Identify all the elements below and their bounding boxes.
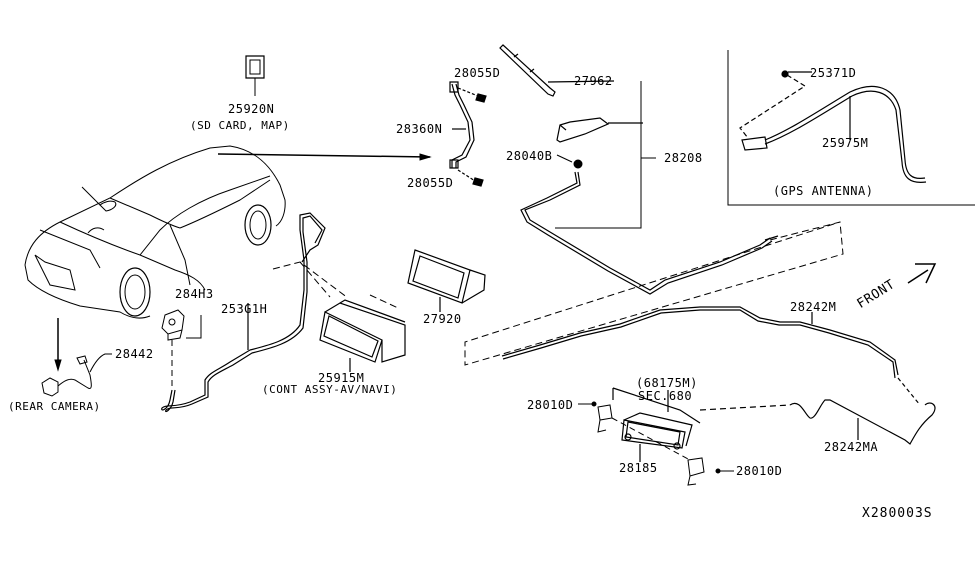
part-label-25920n: 25920N bbox=[228, 102, 275, 116]
part-label-25915m: 25915M bbox=[318, 371, 365, 385]
part-note-rear-camera: (REAR CAMERA) bbox=[8, 400, 101, 413]
display-27920-icon bbox=[408, 250, 485, 312]
part-label-28010d-left: 28010D bbox=[527, 398, 574, 412]
gps-antenna-caption: (GPS ANTENNA) bbox=[773, 184, 874, 198]
part-note-sd-card-map: (SD CARD, MAP) bbox=[190, 119, 290, 132]
part-label-253g1h: 253G1H bbox=[221, 302, 268, 316]
part-note-sec-680: SEC.680 bbox=[638, 389, 693, 403]
part-label-68175m: (68175M) bbox=[636, 376, 698, 390]
part-label-25975m: 25975M bbox=[822, 136, 869, 150]
part-label-27962: 27962 bbox=[574, 74, 613, 88]
radio-28185-icon bbox=[613, 388, 700, 462]
part-label-28242ma: 28242MA bbox=[824, 440, 879, 454]
diagram-id: X280003S bbox=[862, 506, 933, 521]
rear-harness-leader bbox=[465, 222, 843, 365]
part-label-28010d-right: 28010D bbox=[736, 464, 783, 478]
bracket-left-icon bbox=[578, 402, 612, 432]
cable-253g1h bbox=[162, 213, 325, 412]
antenna-base-icon bbox=[557, 118, 643, 142]
antenna-assembly-bracket bbox=[555, 81, 656, 228]
part-label-25371d: 25371D bbox=[810, 66, 857, 80]
part-label-28040b: 28040B bbox=[506, 149, 553, 163]
harness-28242m bbox=[502, 307, 898, 378]
part-label-28055d-lower: 28055D bbox=[407, 176, 454, 190]
gps-antenna-box bbox=[728, 50, 975, 205]
part-label-284h3: 284H3 bbox=[175, 287, 214, 301]
part-label-28360n: 28360N bbox=[396, 122, 443, 136]
front-direction-arrow-icon bbox=[908, 264, 935, 283]
antenna-feeder-28360n bbox=[450, 82, 486, 186]
vehicle-illustration bbox=[25, 146, 285, 318]
rear-camera-icon bbox=[42, 354, 112, 396]
roof-antenna-callout-arrow bbox=[218, 154, 430, 160]
part-label-28185: 28185 bbox=[619, 461, 658, 475]
gps-antenna-icon bbox=[740, 71, 926, 182]
part-label-27920: 27920 bbox=[423, 312, 462, 326]
nut-28040b-icon bbox=[557, 155, 582, 168]
antenna-rod-27962-icon bbox=[500, 45, 614, 96]
part-note-cont-assy-av-navi: (CONT ASSY-AV/NAVI) bbox=[262, 383, 398, 396]
part-label-28208: 28208 bbox=[664, 151, 703, 165]
switch-284h3-icon bbox=[162, 310, 201, 390]
nav-unit-leader-lines bbox=[273, 262, 398, 308]
part-label-28442: 28442 bbox=[115, 347, 154, 361]
roof-antenna-cable bbox=[521, 172, 778, 294]
sd-card-icon bbox=[246, 56, 264, 96]
part-label-28242m: 28242M bbox=[790, 300, 837, 314]
rear-camera-callout-arrow bbox=[55, 318, 61, 370]
nav-unit-25915m-icon bbox=[320, 300, 405, 372]
part-label-28055d-upper: 28055D bbox=[454, 66, 501, 80]
harness-28242ma bbox=[700, 378, 935, 444]
bracket-right-icon bbox=[612, 418, 734, 485]
